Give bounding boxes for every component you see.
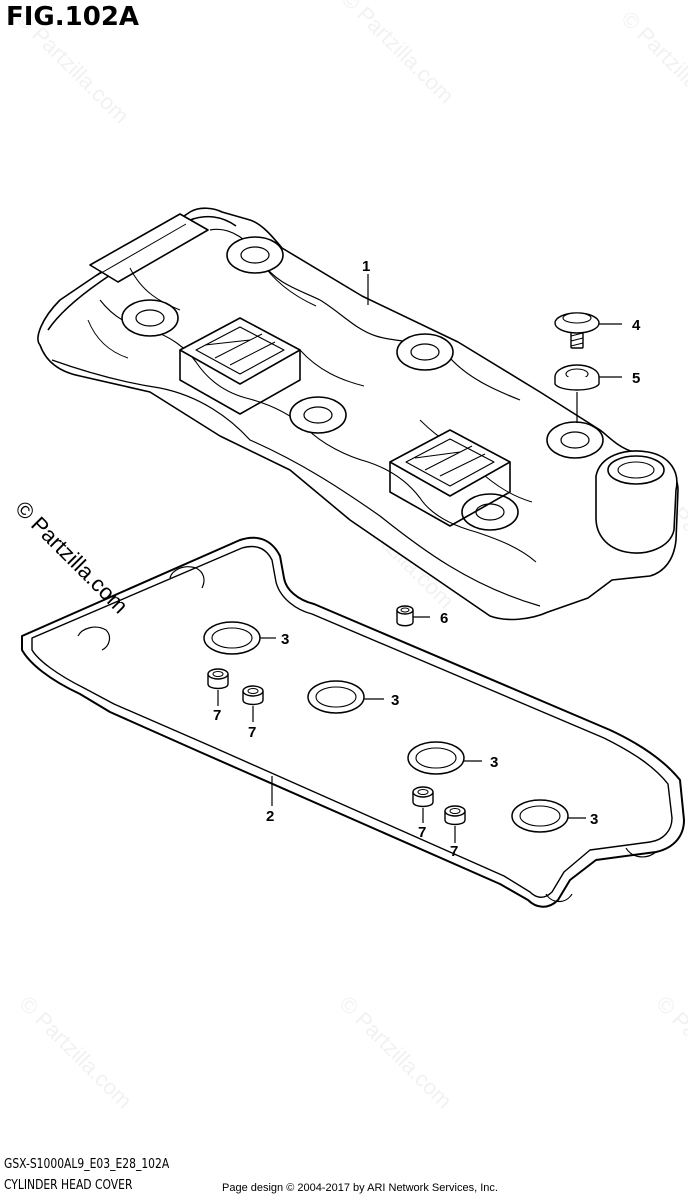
dowel-pin-part-6 bbox=[396, 605, 414, 627]
watermark-dark: © Partzilla.com bbox=[10, 496, 133, 619]
callout-2: 2 bbox=[266, 808, 274, 825]
cover-end-fitting bbox=[595, 450, 678, 554]
page-credit: Page design © 2004-2017 by ARI Network S… bbox=[222, 1182, 498, 1194]
cover-breather-boxes bbox=[179, 317, 511, 527]
callout-7-second: 7 bbox=[248, 724, 256, 741]
diagram-name: CYLINDER HEAD COVER bbox=[4, 1178, 133, 1193]
watermark-1: © Partzilla.com bbox=[11, 6, 134, 129]
callout-4: 4 bbox=[632, 317, 641, 334]
head-cover-gasket-part-2 bbox=[21, 536, 685, 908]
o-rings-part-7 bbox=[207, 668, 466, 826]
plug-hole-seals-part-3 bbox=[203, 621, 569, 833]
callout-7-third: 7 bbox=[418, 824, 426, 841]
callout-labels: 1 4 5 6 3 3 3 3 2 7 7 7 7 bbox=[213, 258, 641, 860]
leader-lines bbox=[217, 274, 622, 843]
cover-bolt-part-4 bbox=[554, 312, 600, 349]
callout-5: 5 bbox=[632, 370, 640, 387]
callout-7-fourth: 7 bbox=[450, 843, 458, 860]
rubber-washer-part-5 bbox=[554, 364, 600, 391]
watermark-8: © Partzilla.com bbox=[651, 991, 688, 1114]
callout-1: 1 bbox=[362, 258, 370, 275]
callout-7-first: 7 bbox=[213, 707, 221, 724]
diagram-code: GSX-S1000AL9_E03_E28_102A bbox=[4, 1157, 170, 1172]
figure-title: FIG.102A bbox=[6, 2, 140, 32]
watermark-6: © Partzilla.com bbox=[14, 991, 137, 1114]
watermark-3: © Partzilla.com bbox=[616, 6, 688, 129]
callout-3-first: 3 bbox=[281, 631, 289, 648]
callout-3-second: 3 bbox=[391, 692, 399, 709]
callout-6: 6 bbox=[440, 610, 448, 627]
callout-3-third: 3 bbox=[490, 754, 498, 771]
callout-3-fourth: 3 bbox=[590, 811, 598, 828]
watermark-2: © Partzilla.com bbox=[336, 0, 459, 108]
watermark-7: © Partzilla.com bbox=[334, 991, 457, 1114]
cylinder-head-cover-part-1 bbox=[37, 207, 679, 621]
cover-bosses bbox=[121, 236, 604, 531]
